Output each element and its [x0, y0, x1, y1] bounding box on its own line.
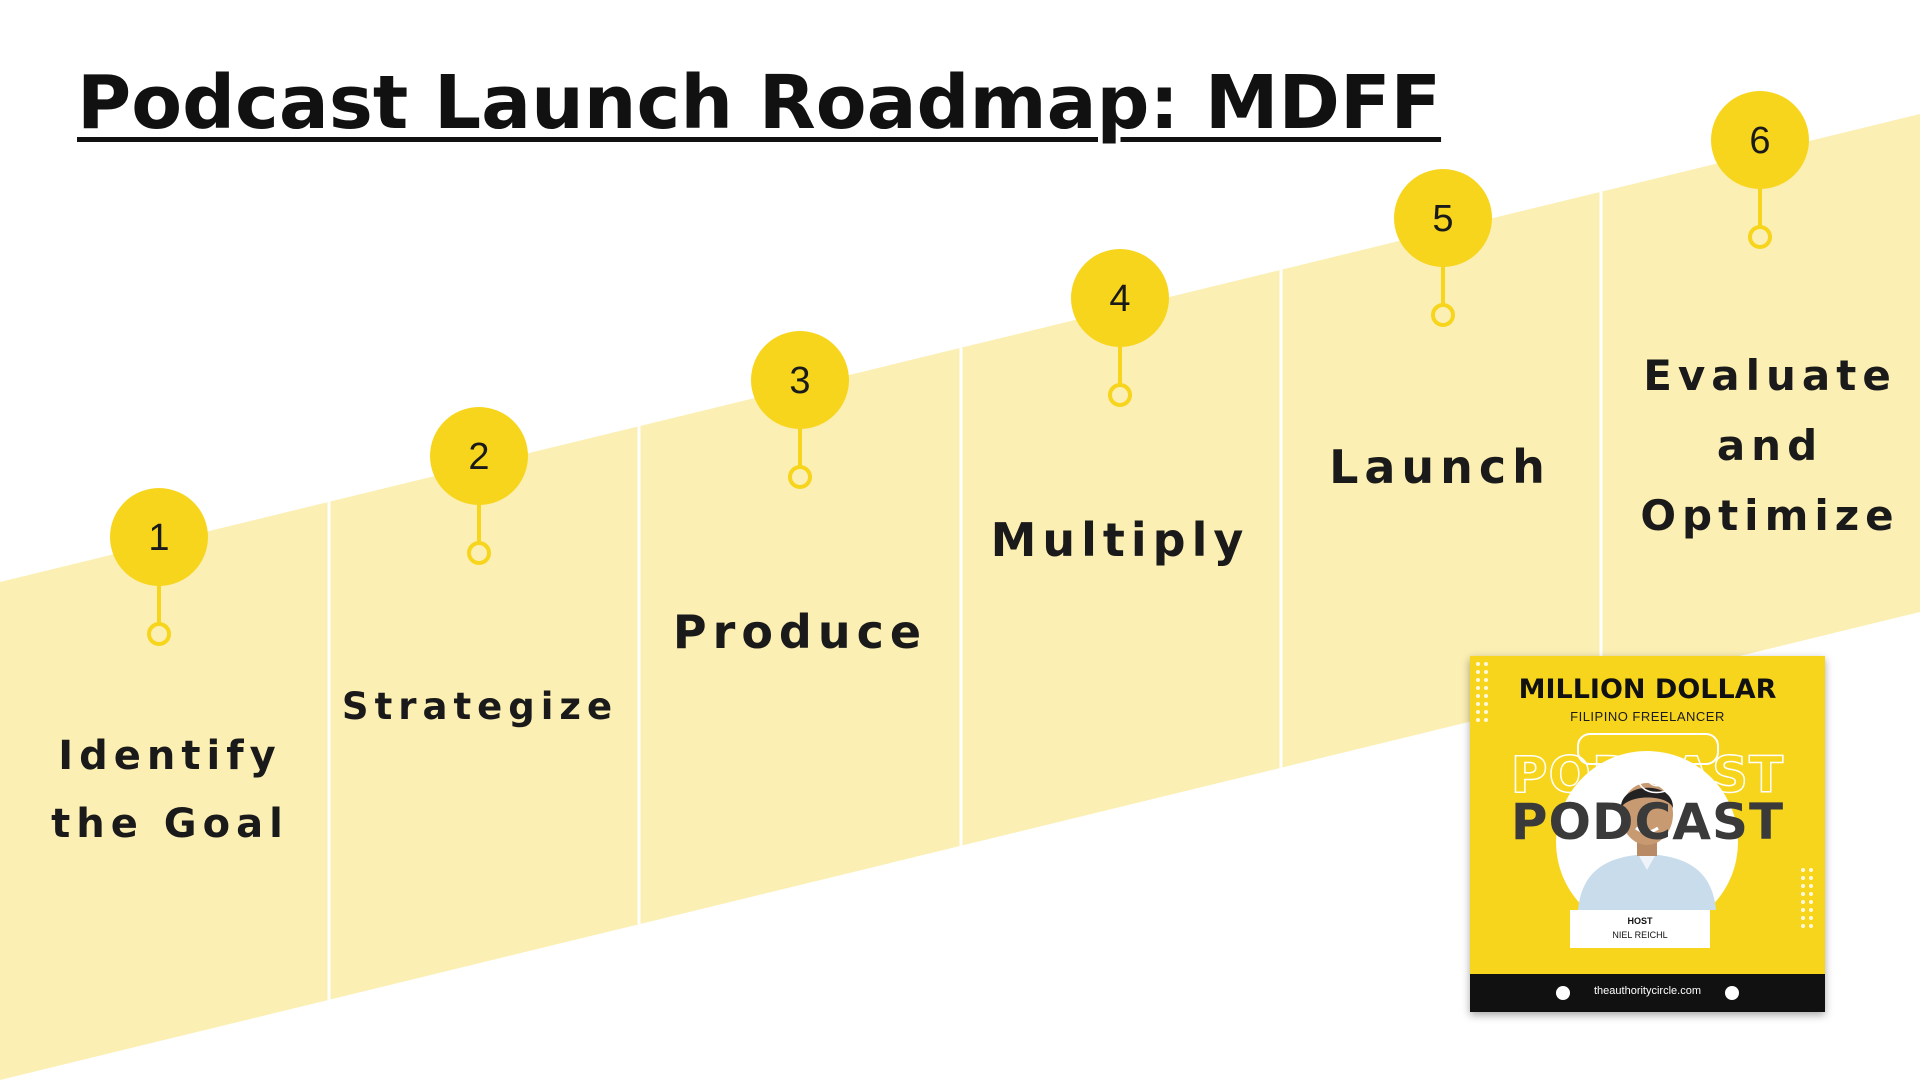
host-name: NIEL REICHL [1612, 930, 1668, 940]
cover-title: MILLION DOLLAR [1518, 674, 1777, 705]
dot-pattern-right [1801, 868, 1813, 928]
step-number-3: 3 [789, 360, 810, 402]
pin-anchor-2 [467, 541, 491, 565]
host-portrait [1578, 783, 1716, 910]
host-card: HOST NIEL REICHL [1570, 910, 1710, 948]
step-number-1: 1 [148, 517, 169, 559]
footer-dot-right [1725, 986, 1739, 1000]
step-marker-6 [1711, 91, 1809, 189]
cover-url: theauthoritycircle.com [1594, 985, 1701, 997]
cover-word-solid: PODCAST [1510, 793, 1785, 851]
step-marker-1 [110, 488, 208, 586]
pin-anchor-4 [1108, 383, 1132, 407]
step-label-4: Multiply [990, 513, 1250, 567]
step-number-2: 2 [468, 436, 489, 478]
step-number-6: 6 [1749, 120, 1770, 162]
step-marker-3 [751, 331, 849, 429]
step-label-3: Produce [672, 605, 928, 659]
pin-anchor-6 [1748, 225, 1772, 249]
step-label-6: Evaluate and Optimize [1640, 351, 1900, 540]
cover-decorations [1476, 662, 1813, 933]
cover-subtitle: FILIPINO FREELANCER [1570, 709, 1725, 724]
pin-anchor-1 [147, 622, 171, 646]
cover-word-outline: PODCAST [1510, 745, 1785, 805]
step-label-5: Launch [1329, 440, 1551, 494]
pin-anchor-5 [1431, 303, 1455, 327]
page-title: Podcast Launch Roadmap: MDFF [77, 60, 1442, 146]
step-marker-4 [1071, 249, 1169, 347]
step-number-4: 4 [1109, 278, 1130, 320]
step-marker-5 [1394, 169, 1492, 267]
dot-pattern-left [1476, 662, 1488, 722]
podcast-cover-image: MILLION DOLLAR FILIPINO FREELANCER PODCA… [1470, 656, 1825, 1012]
step-label-1: Identify the Goal [51, 733, 289, 847]
pin-anchor-3 [788, 465, 812, 489]
footer-dot-left [1556, 986, 1570, 1000]
host-label: HOST [1627, 916, 1653, 926]
step-marker-2 [430, 407, 528, 505]
cover-footer-bar: theauthoritycircle.com [1470, 974, 1825, 1012]
step-label-2: Strategize [341, 685, 619, 728]
step-number-5: 5 [1432, 198, 1453, 240]
